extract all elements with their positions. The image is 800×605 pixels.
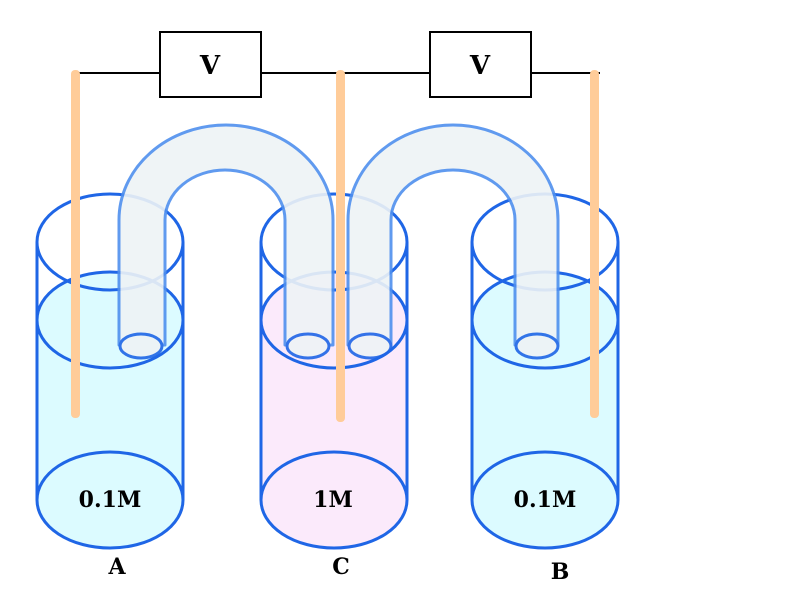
electrode-c (336, 70, 345, 422)
salt-bridge-right-opening-c (347, 332, 393, 360)
voltmeter-2-label: V (469, 51, 491, 81)
beaker-b (470, 192, 620, 550)
electrode-a (71, 70, 80, 418)
concentration-label-c: 1M (313, 487, 353, 513)
voltmeter-1-box (159, 31, 262, 98)
beaker-label-a: A (107, 554, 126, 580)
voltmeter-2: V (429, 31, 532, 98)
voltmeter-2-box (429, 31, 532, 98)
electrode-b (590, 70, 599, 418)
salt-bridge-left-tube (117, 123, 335, 347)
electrodes (71, 70, 599, 422)
voltmeter-1: V (159, 31, 262, 98)
concentration-label-b: 0.1M (514, 487, 577, 513)
salt-bridge-left (117, 123, 335, 360)
salt-bridge-right (346, 123, 560, 360)
beaker-label-c: C (332, 554, 350, 580)
voltmeter-1-label: V (199, 51, 221, 81)
salt-bridge-right-tube (346, 123, 560, 347)
beaker-label-b: B (551, 559, 570, 585)
concentration-label-a: 0.1M (79, 487, 142, 513)
salt-bridge-left-opening-c (285, 332, 331, 360)
salt-bridge-right-opening-b (514, 332, 560, 360)
salt-bridge-left-opening-a (118, 332, 164, 360)
